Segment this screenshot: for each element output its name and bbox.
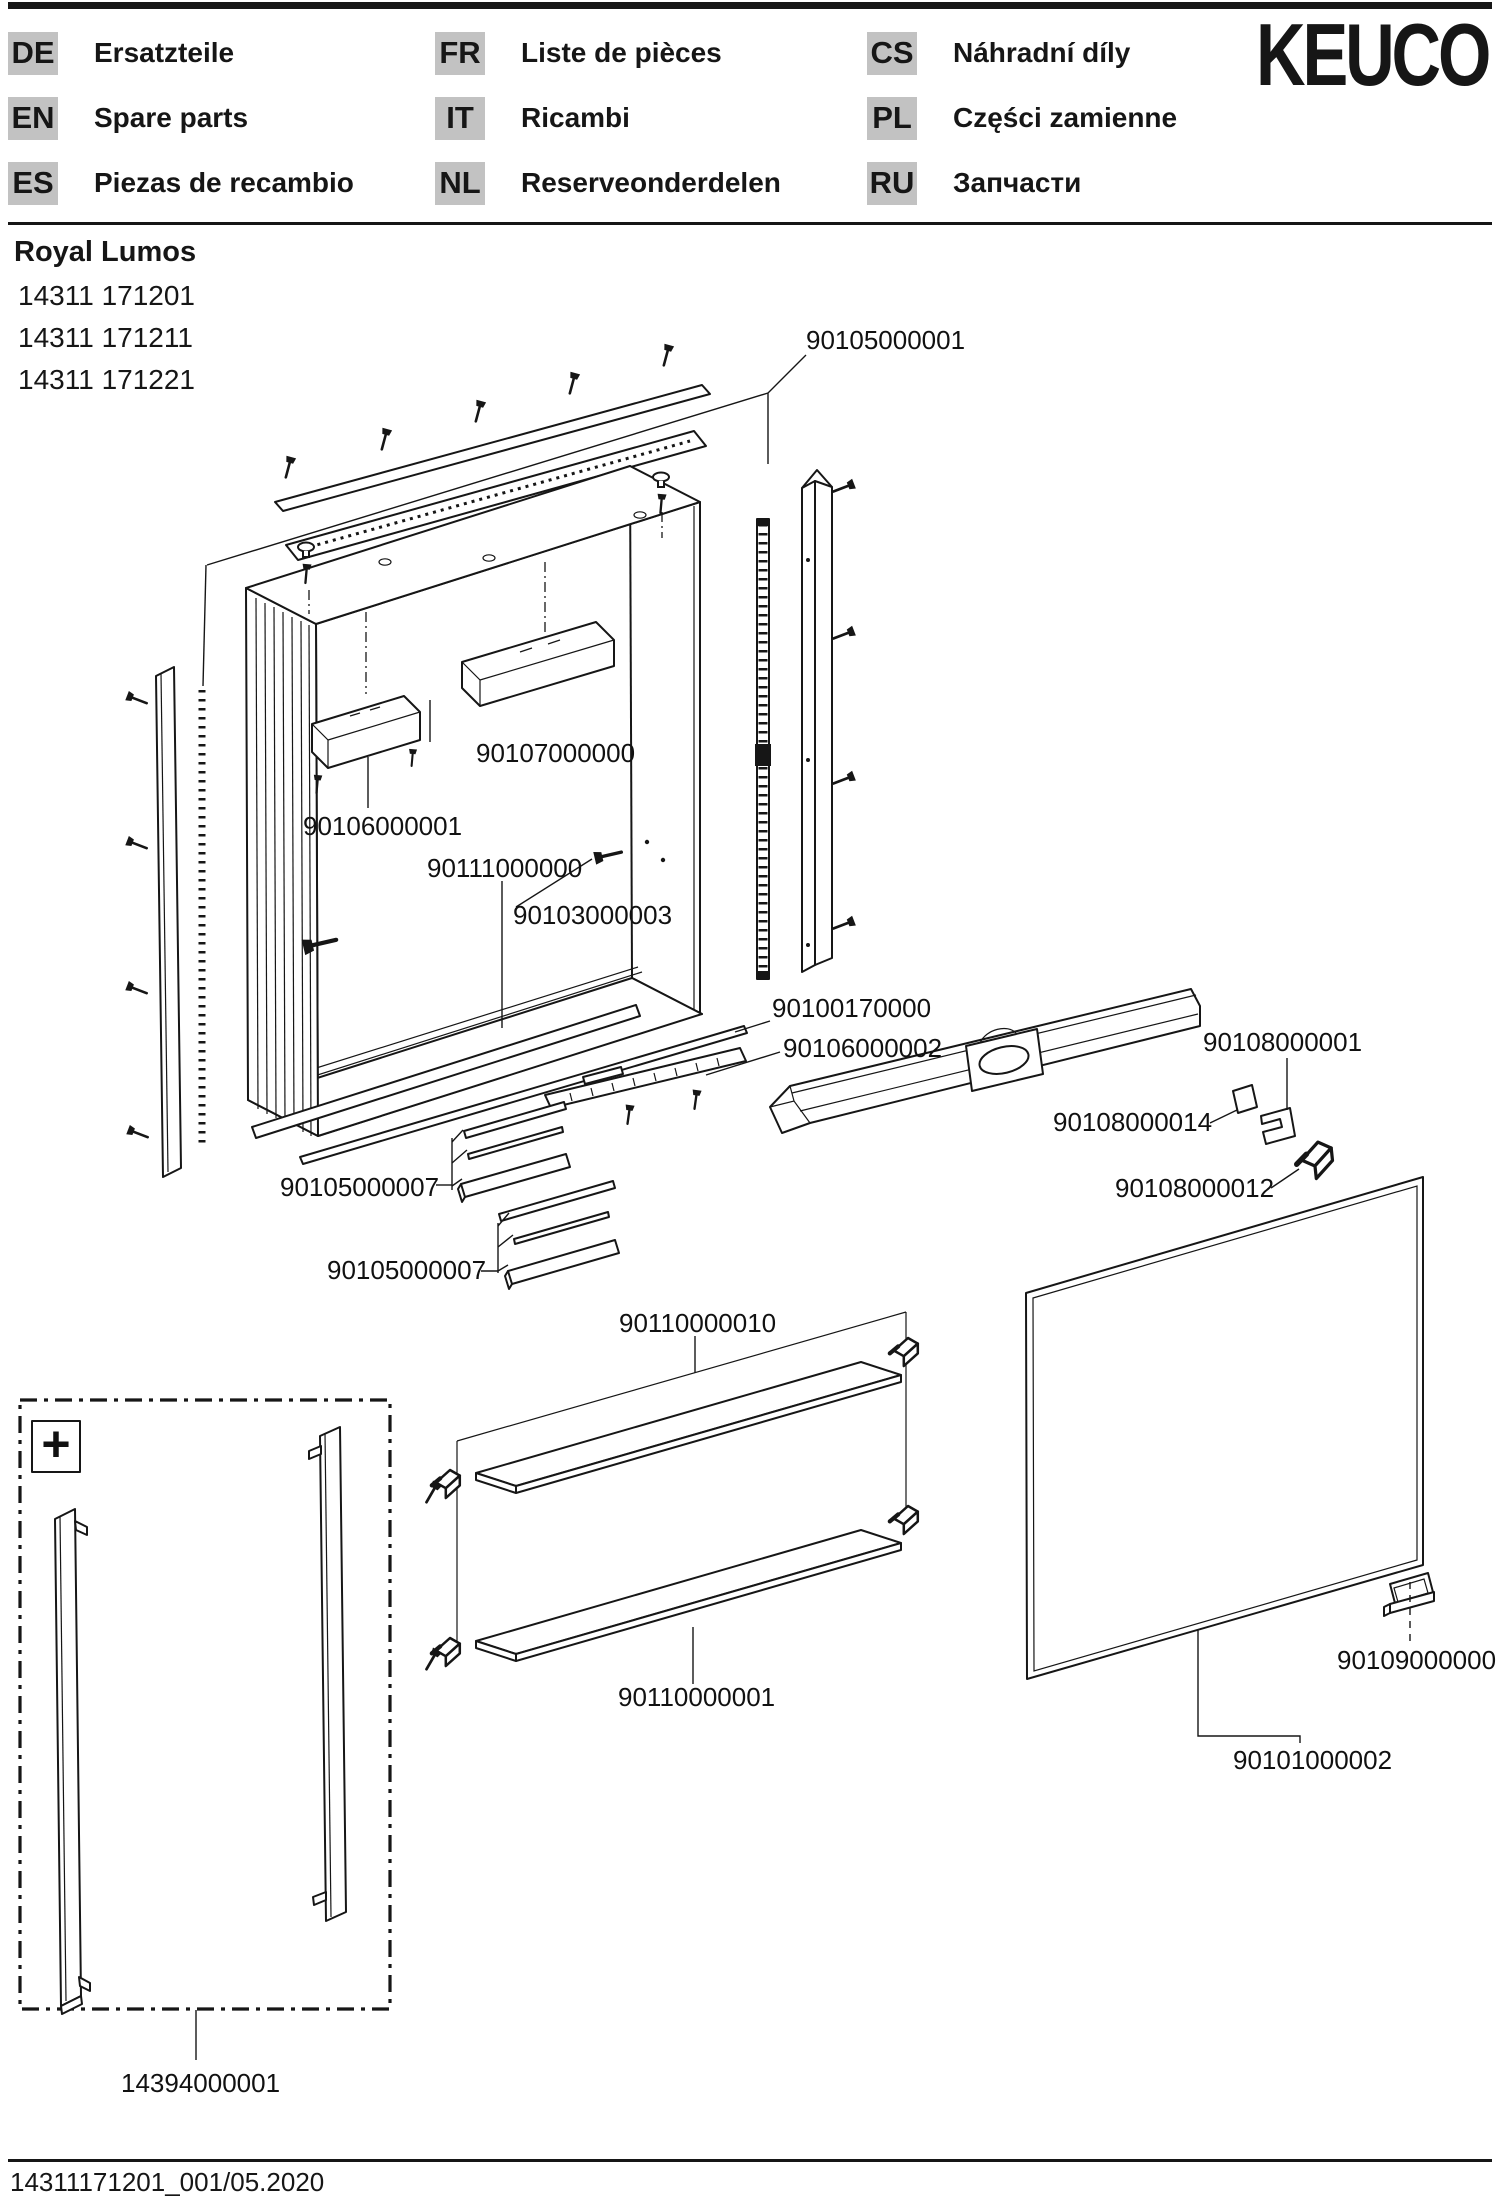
lang-badge-cs: CS — [867, 31, 917, 75]
door-fitting — [1383, 1572, 1435, 1617]
lang-row-cs: CS Náhradní díly — [867, 31, 1130, 75]
part-number-label: 90100170000 — [772, 993, 931, 1023]
interior-bracket-small — [311, 695, 421, 769]
socket-outlet — [965, 1028, 1044, 1092]
header-rule — [8, 222, 1492, 225]
leader-lines — [195, 354, 1411, 2060]
top-led-rail — [285, 430, 707, 561]
part-number-label: 14394000001 — [121, 2068, 280, 2098]
bottom-retaining-rail — [299, 1025, 748, 1165]
diffuser-strips-group2 — [498, 1180, 620, 1290]
lang-badge-it: IT — [435, 96, 485, 140]
part-number-label: 90106000002 — [783, 1033, 942, 1063]
lang-label-de: Ersatzteile — [94, 37, 235, 68]
part-number-label: 90105000007 — [327, 1255, 486, 1285]
lang-label-es: Piezas de recambio — [94, 167, 354, 198]
product-name: Royal Lumos — [14, 236, 197, 268]
lang-badge-es: ES — [8, 161, 58, 205]
document-number: 14311171201_001/05.2020 — [10, 2167, 325, 2197]
glass-shelf-upper — [475, 1361, 902, 1494]
side-panel-left — [155, 666, 182, 1178]
part-number-label: 90101000002 — [1233, 1745, 1392, 1775]
model-number: 14311 171211 — [18, 322, 193, 353]
lang-label-pl: Części zamienne — [953, 102, 1178, 133]
footer-rule — [8, 2159, 1492, 2162]
lang-badge-de: DE — [8, 31, 58, 75]
model-number: 14311 171201 — [18, 280, 195, 311]
lang-row-es: ES Piezas de recambio — [8, 161, 354, 205]
lang-label-en: Spare parts — [94, 102, 249, 133]
lang-row-en: EN Spare parts — [8, 96, 248, 140]
lang-row-pl: PL Części zamienne — [867, 96, 1177, 140]
lang-badge-fr: FR — [435, 31, 485, 75]
corner-profile-right — [801, 469, 833, 973]
interior-bracket-large — [461, 621, 615, 707]
lang-row-fr: FR Liste de pièces — [435, 31, 722, 75]
lang-label-ru: Запчасти — [953, 167, 1082, 198]
part-number-label: 90105000007 — [280, 1172, 439, 1202]
lang-badge-nl: NL — [435, 161, 485, 205]
lang-label-fr: Liste de pièces — [521, 37, 722, 68]
part-number-label: 90110000001 — [618, 1682, 775, 1712]
mounting-clip-corner — [1295, 1141, 1335, 1181]
keuco-logo: KEUCO — [1256, 5, 1491, 104]
mounting-clip-c — [1260, 1107, 1296, 1145]
lang-row-de: DE Ersatzteile — [8, 31, 234, 75]
plus-box — [31, 1420, 81, 1473]
plus-icon: + — [41, 1416, 70, 1472]
led-strip-right — [755, 518, 771, 980]
lang-label-cs: Náhradní díly — [953, 37, 1131, 68]
part-number-label: 90106000001 — [303, 811, 462, 841]
part-labels-layer: 90105000001 90107000000 90106000001 9011100… — [121, 325, 1496, 2098]
cabinet-body — [245, 465, 703, 1139]
top-rule — [8, 2, 1492, 9]
part-number-label: 90103000003 — [513, 900, 672, 930]
lang-badge-pl: PL — [867, 96, 917, 140]
mounting-shim — [1232, 1084, 1258, 1114]
part-number-label: 90109000000 — [1337, 1645, 1496, 1675]
lang-row-ru: RU Запчасти — [867, 161, 1081, 205]
model-number: 14311 171221 — [18, 364, 195, 395]
bottom-light-cover — [769, 988, 1201, 1134]
lang-badge-ru: RU — [867, 161, 917, 205]
lang-row-nl: NL Reserveonderdelen — [435, 161, 781, 205]
glass-shelf-lower — [475, 1529, 902, 1662]
lang-label-it: Ricambi — [521, 102, 630, 133]
part-number-label: 90111000000 — [427, 853, 582, 883]
lang-badge-en: EN — [8, 96, 58, 140]
part-number-label: 90110000010 — [619, 1308, 776, 1338]
lang-label-nl: Reserveonderdelen — [521, 167, 781, 198]
part-number-label: 90107000000 — [476, 738, 635, 768]
led-board — [544, 1047, 747, 1109]
mirror-door — [1025, 1176, 1424, 1680]
part-number-label: 90108000014 — [1053, 1107, 1212, 1137]
screws-layer — [123, 342, 858, 1674]
accessory-box: + — [18, 1398, 392, 2015]
part-number-label: 90105000001 — [806, 325, 965, 355]
part-number-label: 90108000001 — [1203, 1027, 1362, 1057]
lang-row-it: IT Ricambi — [435, 96, 630, 140]
diffuser-strips-group1 — [457, 1101, 571, 1203]
part-number-label: 90108000012 — [1115, 1173, 1274, 1203]
top-cover-rail — [274, 384, 711, 512]
